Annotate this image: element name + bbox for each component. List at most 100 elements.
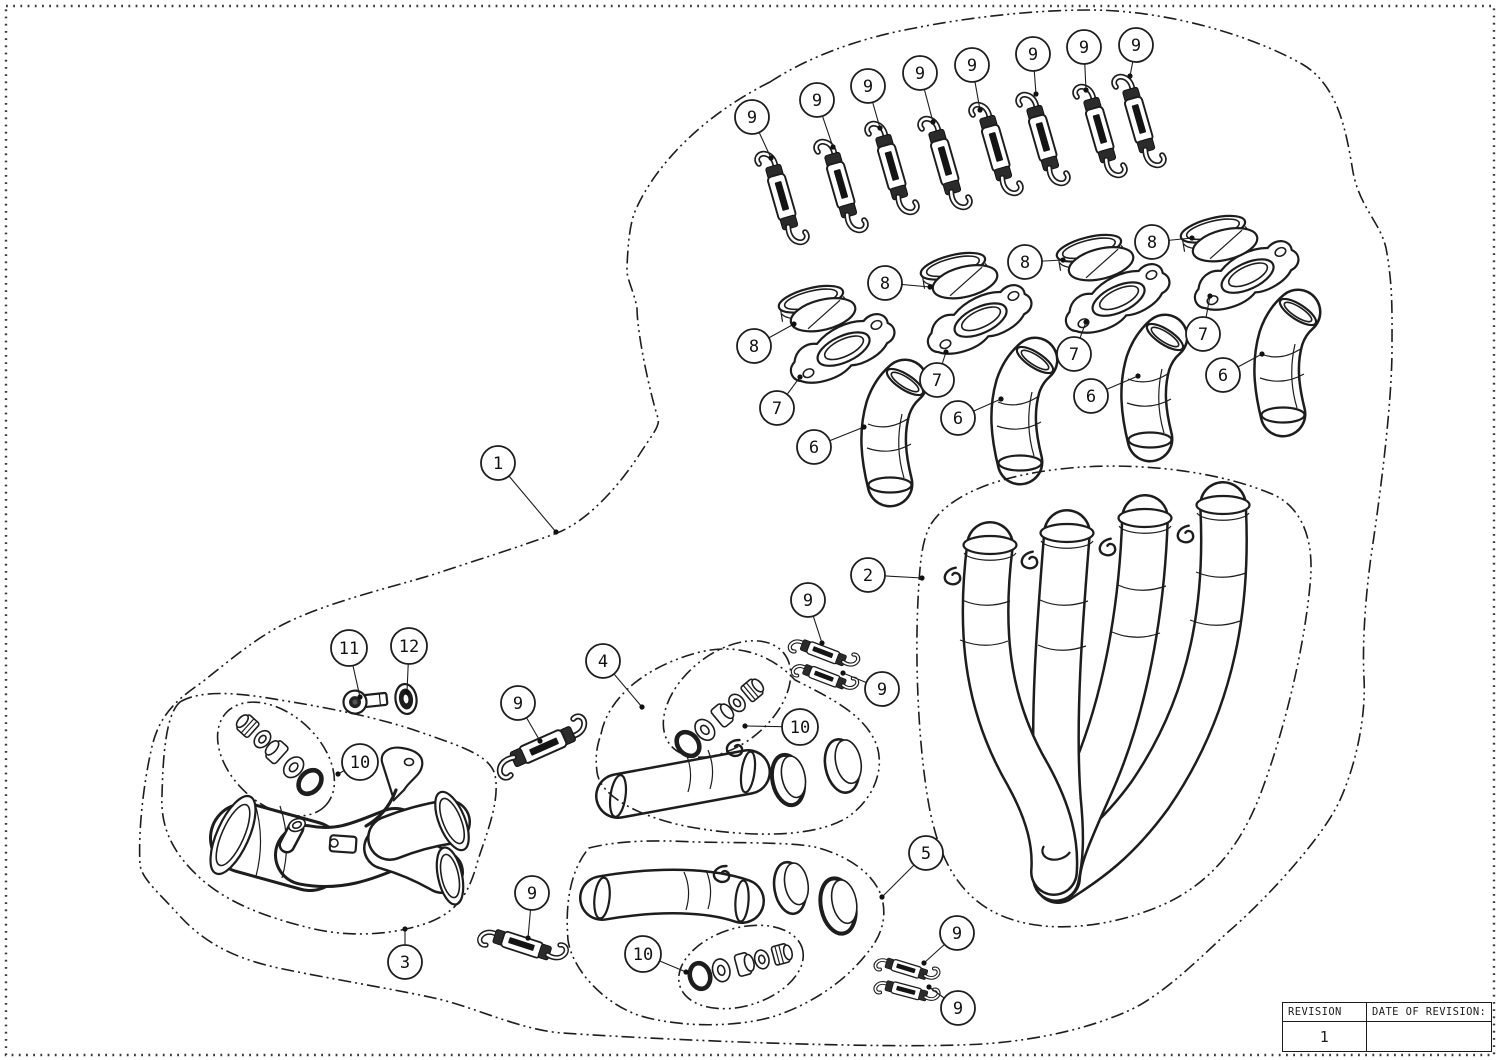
svg-text:9: 9 [1079, 38, 1089, 58]
callout-7-b: 7 [919, 349, 955, 398]
callout-9-e: 9 [954, 47, 990, 113]
elbow-pipe [1260, 294, 1320, 422]
svg-text:9: 9 [863, 77, 873, 97]
bolt-part [342, 689, 389, 715]
header-boundary [916, 465, 1312, 928]
svg-text:7: 7 [772, 399, 782, 419]
spring-hook-icon [1173, 523, 1197, 547]
svg-text:9: 9 [812, 91, 822, 111]
svg-text:8: 8 [1020, 253, 1030, 273]
svg-text:9: 9 [952, 924, 962, 944]
date-of-revision-header-cell: DATE OF REVISION: [1367, 1003, 1491, 1022]
exhaust-spring [815, 136, 867, 236]
svg-text:7: 7 [932, 371, 942, 391]
svg-text:7: 7 [1069, 345, 1079, 365]
callout-9-m: 9 [921, 915, 975, 966]
link-pipe-upper-boundary [595, 648, 881, 835]
link-pipe-lower-boundary [566, 840, 885, 1026]
callout-9-i: 9 [500, 685, 543, 744]
exhaust-spring [478, 920, 567, 970]
svg-text:7: 7 [1198, 325, 1208, 345]
collector-hook-loop [1041, 845, 1071, 861]
svg-text:1: 1 [493, 454, 503, 474]
callout-8-b: 8 [867, 265, 933, 301]
callout-7-d: 7 [1185, 293, 1221, 352]
collector-assembly [209, 746, 471, 906]
svg-text:4: 4 [598, 652, 608, 672]
svg-text:12: 12 [399, 637, 419, 657]
exhaust-spring [1017, 89, 1069, 189]
svg-text:3: 3 [400, 953, 410, 973]
svg-text:6: 6 [953, 409, 963, 429]
svg-text:10: 10 [790, 718, 810, 738]
callout-1: 1 [480, 445, 559, 535]
fitting-set [672, 673, 769, 760]
header-inlet-caps [962, 494, 1251, 561]
callout-4: 4 [585, 643, 645, 710]
svg-text:8: 8 [880, 274, 890, 294]
svg-text:10: 10 [350, 753, 370, 773]
exhaust-spring [866, 118, 918, 218]
washer-part [394, 682, 418, 716]
svg-text:6: 6 [1218, 366, 1228, 386]
svg-text:11: 11 [339, 639, 359, 659]
svg-text:6: 6 [1086, 387, 1096, 407]
kit-boundary-outer [138, 9, 1393, 1047]
exhaust-spring [970, 99, 1022, 199]
callout-6-c: 6 [1073, 373, 1141, 414]
clamp-bolt [329, 838, 339, 848]
callout-7-c: 7 [1056, 319, 1092, 372]
svg-text:9: 9 [513, 694, 523, 714]
callout-9-l: 9 [840, 670, 900, 707]
callout-9-c: 9 [850, 68, 886, 131]
exhaust-spring [1113, 71, 1165, 171]
callout-9-g: 9 [1066, 29, 1102, 93]
exhaust-spring [919, 113, 971, 213]
callout-6-b: 6 [940, 396, 1004, 436]
fitting-set [231, 709, 326, 799]
spring-hook-icon [1095, 536, 1119, 560]
spring-hook-icon [1017, 549, 1041, 573]
svg-text:9: 9 [803, 591, 813, 611]
callout-9-f: 9 [1015, 36, 1051, 97]
svg-text:9: 9 [877, 680, 887, 700]
fitting-set [687, 939, 795, 991]
callout-8-d: 8 [1134, 224, 1195, 260]
callout-9-a: 9 [734, 99, 774, 161]
svg-text:9: 9 [953, 999, 963, 1019]
callout-6-a: 6 [796, 424, 867, 465]
callout-9-k: 9 [790, 582, 826, 646]
svg-text:5: 5 [921, 844, 931, 864]
callout-11: 11 [330, 629, 368, 700]
svg-text:9: 9 [1028, 45, 1038, 65]
svg-text:8: 8 [749, 337, 759, 357]
spring-hook-icon [940, 565, 964, 589]
exhaust-spring [1074, 81, 1126, 181]
link-pipe-upper [595, 738, 863, 819]
exhaust-spring [492, 715, 593, 780]
callout-10-c: 10 [624, 935, 689, 975]
svg-text:9: 9 [747, 108, 757, 128]
elbow-pipe [867, 364, 927, 492]
svg-text:8: 8 [1147, 233, 1157, 253]
svg-text:9: 9 [967, 56, 977, 76]
collector-bracket [380, 746, 424, 803]
svg-text:9: 9 [1131, 36, 1141, 56]
exhaust-spring [756, 148, 808, 248]
svg-text:9: 9 [915, 64, 925, 84]
revision-table: REVISION DATE OF REVISION: 1 [1282, 1002, 1492, 1052]
callout-12: 12 [390, 627, 428, 695]
callout-9-j: 9 [514, 875, 550, 941]
svg-text:9: 9 [527, 884, 537, 904]
callout-9-h: 9 [1118, 27, 1154, 79]
link-pipe-lower [579, 860, 858, 936]
callout-10-a: 10 [335, 743, 379, 781]
callout-9-d: 9 [902, 55, 938, 125]
fitting-set-boundaries [216, 639, 805, 1010]
callout-9-b: 9 [799, 82, 836, 150]
svg-text:10: 10 [633, 945, 653, 965]
callout-8-a: 8 [736, 321, 797, 364]
revision-header-cell: REVISION [1283, 1003, 1367, 1022]
